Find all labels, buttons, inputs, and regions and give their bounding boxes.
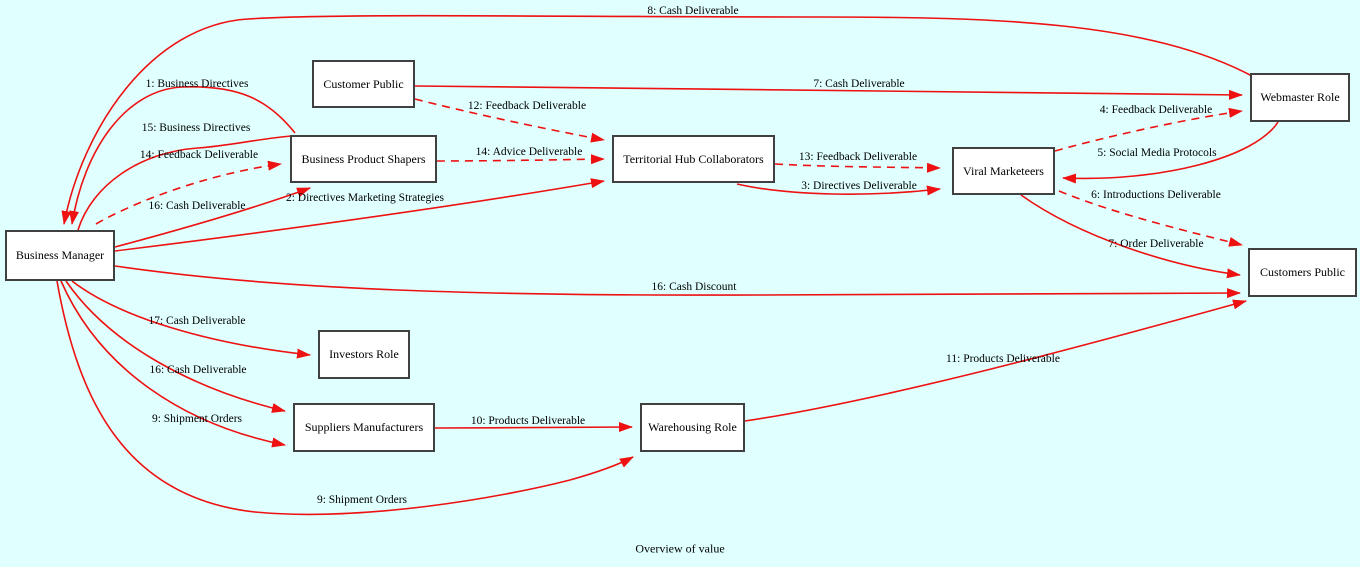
node-suppliers-manufacturers: Suppliers Manufacturers: [293, 403, 435, 452]
edge-label-14-feedback-deliverable: 14: Feedback Deliverable: [139, 149, 259, 161]
edge-11-products-deliverable: [744, 299, 1247, 422]
edge-label-16-cash-deliverable-shapers: 16: Cash Deliverable: [148, 200, 246, 212]
edge-7-cash-deliverable: [414, 85, 1243, 100]
edge-label-11-products-deliverable: 11: Products Deliverable: [946, 353, 1060, 365]
edge-label-16-cash-deliverable-suppliers: 16: Cash Deliverable: [149, 364, 247, 376]
edge-label-7-order-deliverable: 7: Order Deliverable: [1108, 238, 1204, 250]
edge-label-13-feedback-deliverable: 13: Feedback Deliverable: [798, 151, 918, 163]
edge-label-16-cash-discount: 16: Cash Discount: [651, 281, 737, 293]
node-viral-marketeers: Viral Marketeers: [952, 147, 1055, 195]
edge-label-6-introductions-deliverable: 6: Introductions Deliverable: [1091, 189, 1221, 201]
node-territorial-hub-collaborators: Territorial Hub Collaborators: [612, 135, 775, 183]
edge-label-4-feedback-deliverable: 4: Feedback Deliverable: [1099, 104, 1213, 116]
node-investors-role: Investors Role: [318, 330, 410, 379]
edge-17-cash-deliverable: [71, 280, 311, 359]
diagram-caption: Overview of value: [635, 541, 725, 556]
edge-label-14-advice-deliverable: 14: Advice Deliverable: [475, 146, 583, 158]
edge-14-feedback-deliverable: [95, 160, 282, 225]
edge-label-9-shipment-orders-suppliers: 9: Shipment Orders: [151, 413, 243, 425]
edge-label-5-social-media-protocols: 5: Social Media Protocols: [1097, 147, 1217, 159]
edge-12-feedback-deliverable: [414, 98, 605, 143]
edge-2-directives-marketing-strategies: [114, 178, 605, 252]
edge-label-15-business-directives: 15: Business Directives: [141, 122, 251, 134]
edge-label-9-shipment-orders-warehousing: 9: Shipment Orders: [316, 494, 408, 506]
edge-label-10-products-deliverable: 10: Products Deliverable: [470, 415, 586, 427]
edge-10-products-deliverable: [434, 422, 633, 433]
node-warehousing-role: Warehousing Role: [640, 403, 745, 452]
edge-4-feedback-deliverable: [1054, 107, 1243, 152]
node-customers-public: Customers Public: [1248, 248, 1357, 297]
node-customer-public: Customer Public: [312, 60, 415, 108]
edge-15-business-directives: [77, 135, 292, 231]
edge-16-cash-deliverable-shapers: [114, 187, 311, 248]
edge-14-advice-deliverable: [436, 154, 605, 165]
edge-label-3-directives-deliverable: 3: Directives Deliverable: [801, 180, 917, 192]
edge-1-business-directives: [69, 86, 296, 225]
edge-label-2-directives-marketing-strategies: 2: Directives Marketing Strategies: [285, 192, 445, 204]
edge-label-12-feedback-deliverable: 12: Feedback Deliverable: [467, 100, 587, 112]
edge-5-social-media-protocols: [1062, 121, 1279, 184]
edge-label-7-cash-deliverable: 7: Cash Deliverable: [813, 78, 905, 90]
edge-label-8-cash-deliverable: 8: Cash Deliverable: [647, 5, 739, 17]
edge-16-cash-deliverable-suppliers: [65, 280, 286, 413]
edge-6-introductions-deliverable: [1058, 190, 1243, 247]
node-business-manager: Business Manager: [5, 230, 115, 281]
edge-label-17-cash-deliverable: 17: Cash Deliverable: [148, 315, 246, 327]
edge-8-cash-deliverable: [61, 14, 1253, 225]
edge-9-shipment-orders-warehousing: [56, 280, 634, 516]
node-business-product-shapers: Business Product Shapers: [290, 135, 437, 183]
edge-label-1-business-directives: 1: Business Directives: [145, 78, 249, 90]
edge-13-feedback-deliverable: [774, 162, 941, 173]
edge-9-shipment-orders-suppliers: [60, 280, 286, 448]
node-webmaster-role: Webmaster Role: [1250, 73, 1350, 122]
edge-16-cash-discount: [114, 265, 1241, 299]
edge-7-order-deliverable: [1020, 194, 1241, 279]
edge-3-directives-deliverable: [736, 183, 941, 196]
